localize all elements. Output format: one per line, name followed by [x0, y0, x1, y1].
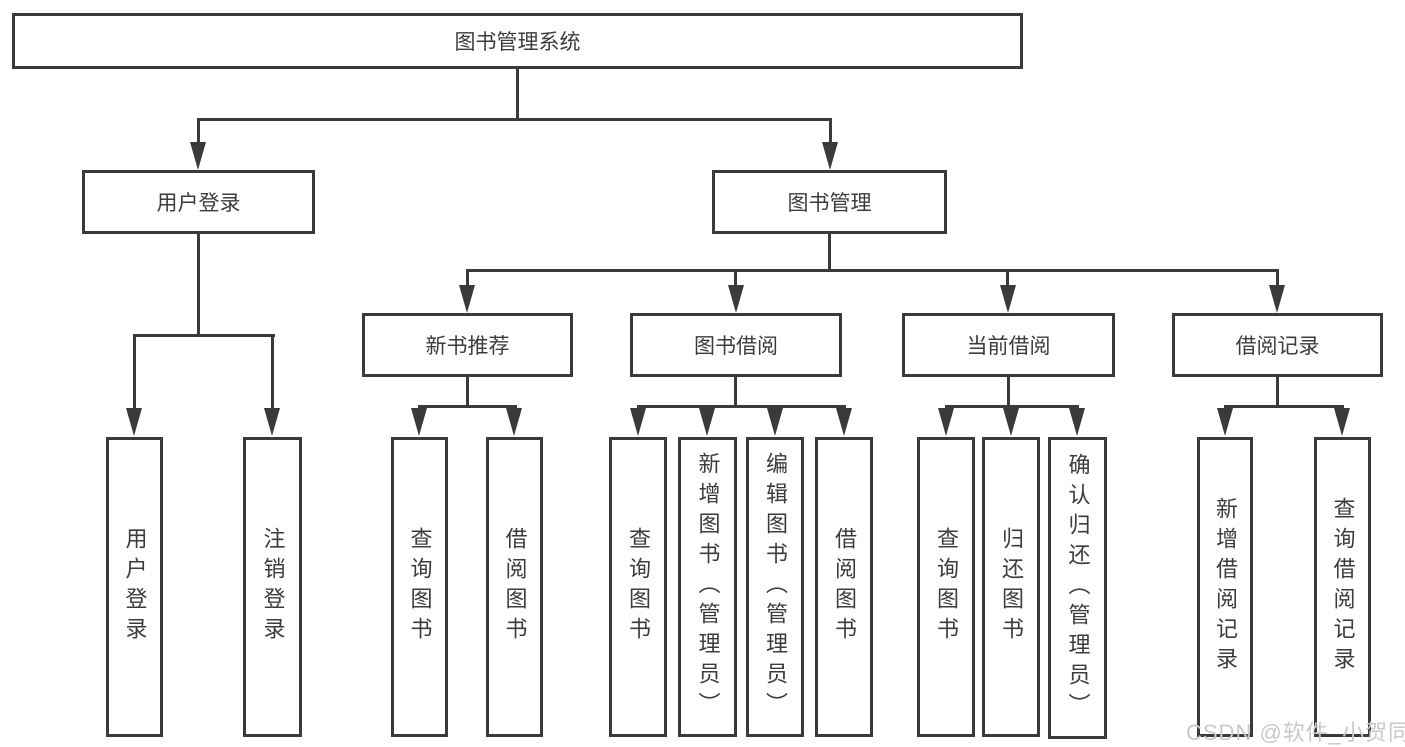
leaf-label: 新增图书（管理员） — [695, 452, 721, 722]
connector-line — [1006, 269, 1009, 287]
arrow-down-icon — [822, 142, 838, 170]
node-book-borrowing: 图书借阅 — [630, 313, 842, 377]
arrow-down-icon — [728, 285, 744, 313]
connector-line — [133, 334, 275, 337]
arrow-down-icon — [1069, 408, 1085, 436]
leaf-add-book-admin: 新增图书（管理员） — [678, 437, 737, 737]
node-label: 图书管理 — [787, 192, 872, 215]
arrow-down-icon — [411, 408, 427, 436]
connector-line — [466, 269, 1279, 272]
arrow-down-icon — [767, 408, 783, 436]
leaf-label: 借阅图书 — [502, 527, 528, 647]
connector-line — [829, 118, 832, 144]
arrow-down-icon — [836, 408, 852, 436]
connector-line — [418, 405, 517, 408]
connector-line — [133, 334, 136, 412]
connector-line — [1007, 377, 1010, 408]
leaf-label: 查询图书 — [626, 527, 651, 647]
leaf-label: 新增借阅记录 — [1213, 497, 1238, 677]
connector-line — [466, 377, 469, 408]
arrow-down-icon — [699, 408, 715, 436]
leaf-label: 查询图书 — [407, 527, 433, 647]
node-label: 当前借阅 — [966, 335, 1051, 358]
leaf-edit-book-admin: 编辑图书（管理员） — [746, 437, 804, 737]
arrow-down-icon — [1269, 285, 1285, 313]
connector-line — [197, 118, 200, 144]
connector-line — [516, 69, 519, 121]
node-library-management-system: 图书管理系统 — [12, 13, 1023, 69]
node-new-book-recommendation: 新书推荐 — [362, 313, 573, 377]
connector-line — [197, 118, 832, 121]
connector-line — [271, 334, 274, 412]
arrow-down-icon — [1003, 408, 1019, 436]
arrow-down-icon — [630, 408, 646, 436]
connector-line — [734, 377, 737, 408]
arrow-down-icon — [126, 408, 142, 436]
leaf-user-login: 用户登录 — [106, 437, 163, 737]
leaf-label: 注销登录 — [260, 527, 286, 647]
connector-line — [1224, 405, 1344, 408]
connector-line — [945, 405, 1079, 408]
leaf-confirm-return-admin: 确认归还（管理员） — [1048, 437, 1107, 739]
connector-line — [734, 269, 737, 287]
node-current-borrowing: 当前借阅 — [902, 313, 1115, 377]
connector-line — [1276, 377, 1279, 408]
arrow-down-icon — [264, 408, 280, 436]
arrow-down-icon — [1217, 408, 1233, 436]
arrow-down-icon — [1000, 285, 1016, 313]
node-user-login: 用户登录 — [82, 170, 315, 234]
connector-line — [1276, 269, 1279, 287]
leaf-label: 查询图书 — [934, 527, 959, 647]
leaf-return-books: 归还图书 — [982, 437, 1040, 737]
connector-line — [828, 233, 831, 272]
leaf-borrow-books-recommend: 借阅图书 — [486, 437, 543, 737]
node-label: 图书管理系统 — [454, 31, 581, 54]
leaf-logout: 注销登录 — [243, 437, 302, 737]
leaf-label: 归还图书 — [999, 527, 1024, 647]
leaf-label: 确认归还（管理员） — [1065, 453, 1091, 723]
leaf-label: 用户登录 — [122, 527, 148, 647]
arrow-down-icon — [506, 408, 522, 436]
node-label: 新书推荐 — [425, 335, 510, 358]
leaf-add-borrow-record: 新增借阅记录 — [1197, 437, 1253, 737]
csdn-watermark: CSDN @软件_小贺同学 — [1186, 720, 1405, 745]
node-label: 借阅记录 — [1235, 335, 1320, 358]
node-label: 图书借阅 — [694, 335, 778, 358]
connector-line — [197, 234, 200, 337]
node-label: 用户登录 — [156, 192, 241, 215]
leaf-query-books-borrow: 查询图书 — [609, 437, 667, 737]
leaf-label: 编辑图书（管理员） — [763, 452, 788, 722]
node-borrowing-records: 借阅记录 — [1172, 313, 1383, 377]
node-book-management: 图书管理 — [712, 170, 947, 234]
arrow-down-icon — [1334, 408, 1350, 436]
leaf-query-books-recommend: 查询图书 — [391, 437, 448, 737]
leaf-label: 查询借阅记录 — [1330, 497, 1356, 677]
connector-line — [466, 269, 469, 287]
arrow-down-icon — [459, 285, 475, 313]
leaf-borrow-books: 借阅图书 — [815, 437, 873, 737]
leaf-query-books-current: 查询图书 — [917, 437, 975, 737]
arrow-down-icon — [190, 142, 206, 170]
connector-line — [637, 405, 846, 408]
leaf-query-borrow-record: 查询借阅记录 — [1314, 437, 1371, 737]
leaf-label: 借阅图书 — [832, 527, 857, 647]
arrow-down-icon — [938, 408, 954, 436]
